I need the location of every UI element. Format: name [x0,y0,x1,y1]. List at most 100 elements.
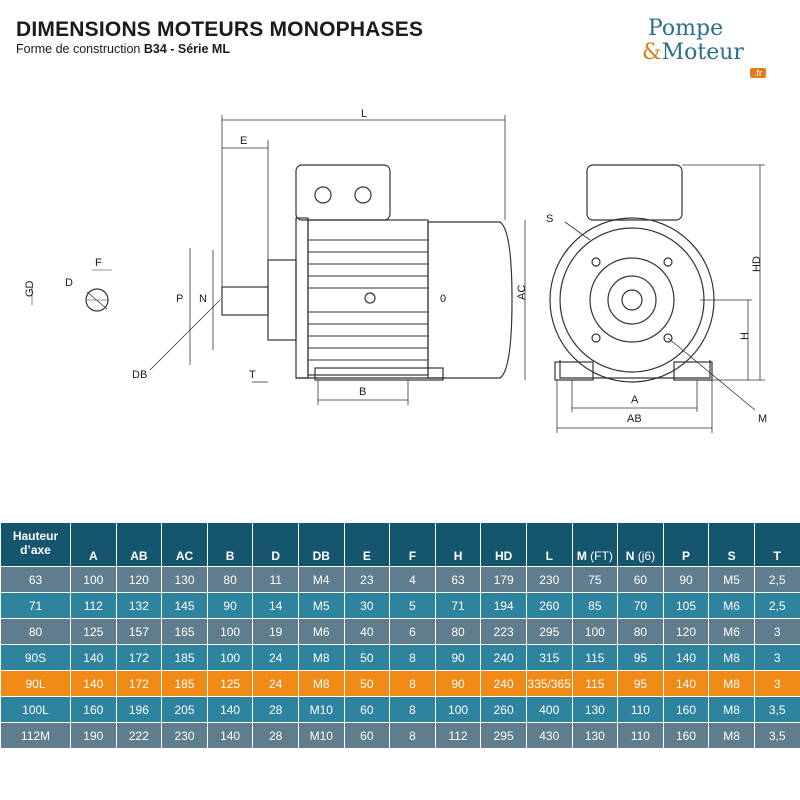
table-cell: 222 [115,722,163,749]
label-N: N [199,293,207,305]
table-cell: 140 [662,644,710,671]
table-cell: 3 [753,644,800,671]
table-cell: 2,5 [753,592,800,619]
table-cell: 190 [70,722,117,749]
table-cell: 100L [0,696,71,723]
table-cell: 132 [115,592,163,619]
table-cell: 120 [115,566,163,593]
column-header-label: A [88,549,98,563]
table-cell: 60 [617,566,664,593]
table-cell: 172 [115,644,163,671]
table-cell: 157 [115,618,163,645]
table-cell: M6 [708,592,755,619]
column-header: AB [115,522,163,567]
table-cell: 100 [206,618,254,645]
table-cell: 8 [389,670,436,697]
table-cell: 160 [662,722,710,749]
table-cell: 23 [343,566,391,593]
table-cell: 196 [115,696,163,723]
column-header-label: L [545,549,553,563]
table-cell: 71 [0,592,71,619]
table-cell: 90S [0,644,71,671]
table-cell: M8 [708,644,755,671]
table-cell: 80 [434,618,482,645]
table-cell: 115 [571,644,619,671]
side-terminal-box [295,164,391,221]
column-header-label: Hauteur d’axe [12,529,59,557]
table-cell: 11 [252,566,299,593]
subtitle-prefix: Forme de construction [16,42,144,56]
label-E: E [240,135,247,147]
table-cell: 95 [617,670,664,697]
table-cell: 80 [0,618,71,645]
label-S: S [546,213,553,225]
table-cell: 4 [389,566,436,593]
table-cell: 24 [252,670,299,697]
table-cell: 400 [525,696,573,723]
table-cell: 30 [343,592,391,619]
table-cell: 295 [525,618,573,645]
table-cell: 75 [571,566,619,593]
logo-domain-badge: .fr [750,68,766,78]
table-cell: 125 [70,618,117,645]
label-AB: AB [627,413,642,425]
side-foot [314,367,444,381]
column-header: AC [161,522,208,567]
table-cell: 100 [206,644,254,671]
column-header-label: B [225,549,235,563]
table-cell: 80 [617,618,664,645]
column-header-label: AB [130,549,148,563]
column-header: S [708,522,755,567]
table-cell: 125 [206,670,254,697]
table-cell: 110 [617,722,664,749]
label-P: P [176,293,183,305]
side-shaft [221,286,269,316]
table-cell: 140 [206,696,254,723]
table-cell: 240 [480,644,527,671]
label-DB: DB [132,369,147,381]
table-cell: 63 [0,566,71,593]
table-cell: 60 [343,722,391,749]
table-cell: 160 [662,696,710,723]
table-cell: 140 [206,722,254,749]
table-cell: 70 [617,592,664,619]
table-cell: 19 [252,618,299,645]
table-cell: 50 [343,644,391,671]
table-cell: 205 [161,696,208,723]
table-cell: M6 [708,618,755,645]
front-right-foot [673,361,713,381]
table-cell: 160 [70,696,117,723]
page-title: DIMENSIONS MOTEURS MONOPHASES [16,18,424,41]
table-cell: 80 [206,566,254,593]
table-cell: 145 [161,592,208,619]
table-cell: 140 [70,644,117,671]
table-cell: 2,5 [753,566,800,593]
table-cell: 260 [480,696,527,723]
page-subtitle: Forme de construction B34 - Série ML [16,42,230,56]
table-cell: 110 [617,696,664,723]
column-header: HD [480,522,527,567]
column-header: L [525,522,573,567]
table-cell: 194 [480,592,527,619]
table-cell: 5 [389,592,436,619]
table-cell: 100 [70,566,117,593]
table-cell: 14 [252,592,299,619]
table-cell: M8 [708,670,755,697]
table-cell: 230 [161,722,208,749]
table-cell: 100 [434,696,482,723]
table-cell: 260 [525,592,573,619]
table-cell: 90 [434,670,482,697]
table-cell: 3 [753,670,800,697]
table-cell: 430 [525,722,573,749]
column-header: Hauteur d’axe [0,522,71,567]
table-cell: M8 [708,696,755,723]
label-AC: AC [516,285,528,300]
column-header-label: H [453,549,463,563]
